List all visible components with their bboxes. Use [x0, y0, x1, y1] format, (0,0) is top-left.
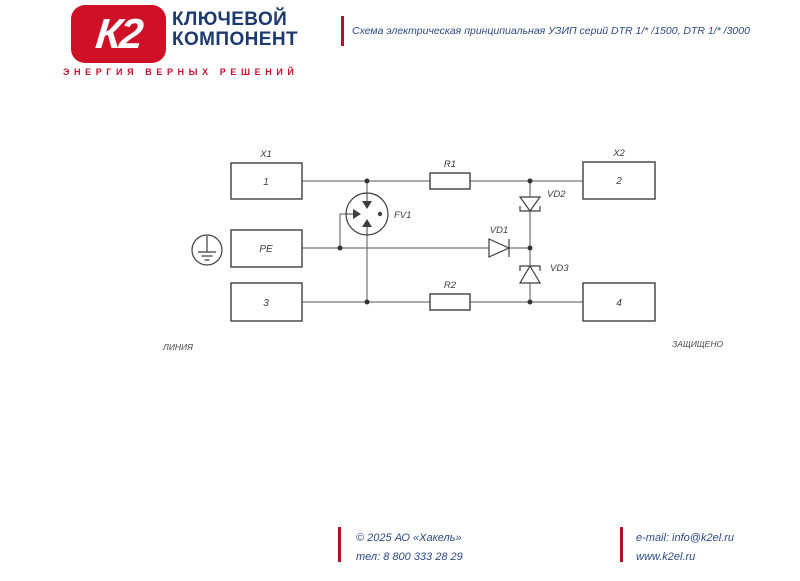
arrester-electrode-left-arrow — [353, 209, 361, 219]
label-r2: R2 — [444, 280, 457, 291]
footer-email: e-mail: info@k2el.ru — [636, 532, 734, 544]
diode-vd3-triangle — [518, 264, 542, 284]
label-x2: X2 — [612, 148, 625, 159]
label-r1: R1 — [444, 159, 456, 170]
terminal-box-2 — [582, 161, 656, 200]
wires — [302, 180, 583, 303]
footer-phone: тел: 8 800 333 28 29 — [356, 551, 463, 563]
terminal-1-label: 1 — [263, 177, 269, 188]
earth-ground-icon — [191, 234, 223, 266]
junction-dot — [364, 299, 370, 305]
junction-dot — [527, 299, 533, 305]
footer-contact-center: © 2025 АО «Хакель» тел: 8 800 333 28 29 — [356, 529, 463, 567]
footer-website: www.k2el.ru — [636, 551, 696, 563]
terminal-box-3 — [230, 282, 303, 322]
footer-contact-right: e-mail: info@k2el.ru www.k2el.ru — [636, 529, 734, 567]
resistor-r1-symbol — [429, 172, 471, 190]
diode-vd3-symbol — [518, 264, 542, 284]
diode-vd2-symbol — [518, 196, 542, 213]
arrester-fv1-symbol — [345, 192, 389, 236]
arrester-electrode-top-arrow — [362, 201, 372, 209]
terminal-box-4 — [582, 282, 656, 322]
footer-divider-bar-right — [620, 527, 623, 562]
label-vd3: VD3 — [550, 263, 569, 274]
diode-vd2-cathode — [519, 206, 541, 212]
page-title: Схема электрическая принципиальная УЗИП … — [352, 25, 750, 37]
terminal-2-label: 2 — [615, 176, 622, 187]
terminal-3-label: 3 — [263, 298, 269, 309]
terminal-box-1 — [230, 162, 303, 200]
terminal-pe-label: PE — [259, 244, 273, 255]
junction-dot — [527, 245, 533, 251]
resistor-r2-symbol — [429, 293, 471, 311]
company-name-line1: КЛЮЧЕВОЙ — [172, 9, 288, 30]
wire-arrester-pe — [339, 213, 346, 248]
junction-dot — [337, 245, 343, 251]
ground-strokes — [198, 236, 216, 261]
diode-vd1-triangle — [488, 238, 511, 258]
footer-copyright: © 2025 АО «Хакель» — [356, 532, 462, 544]
company-name: КЛЮЧЕВОЙ КОМПОНЕНТ — [172, 10, 298, 50]
terminal-box-pe — [230, 229, 303, 268]
label-vd1: VD1 — [490, 225, 508, 236]
arrester-electrode-bottom-arrow — [362, 219, 372, 227]
diode-vd2-triangle — [518, 196, 542, 213]
arrester-electrode-stems — [346, 193, 368, 235]
label-vd2: VD2 — [547, 189, 566, 200]
arrester-gas-dot — [377, 211, 383, 217]
k2-logo: К2 — [71, 5, 166, 63]
junction-dot — [527, 178, 533, 184]
diode-vd1-symbol — [488, 238, 511, 258]
zone-line-label: ЛИНИЯ — [162, 342, 193, 352]
title-divider-bar — [341, 16, 344, 46]
junction-dot — [364, 178, 370, 184]
label-fv1: FV1 — [394, 210, 411, 221]
terminal-4-label: 4 — [616, 298, 622, 309]
label-x1: X1 — [259, 149, 272, 160]
zone-protected-label: ЗАЩИЩЕНО — [672, 339, 723, 349]
company-name-line2: КОМПОНЕНТ — [172, 29, 298, 50]
footer-divider-bar-left — [338, 527, 341, 562]
ground-circle — [191, 234, 223, 266]
company-tagline: ЭНЕРГИЯ ВЕРНЫХ РЕШЕНИЙ — [63, 67, 299, 77]
junction-dots — [337, 178, 533, 305]
